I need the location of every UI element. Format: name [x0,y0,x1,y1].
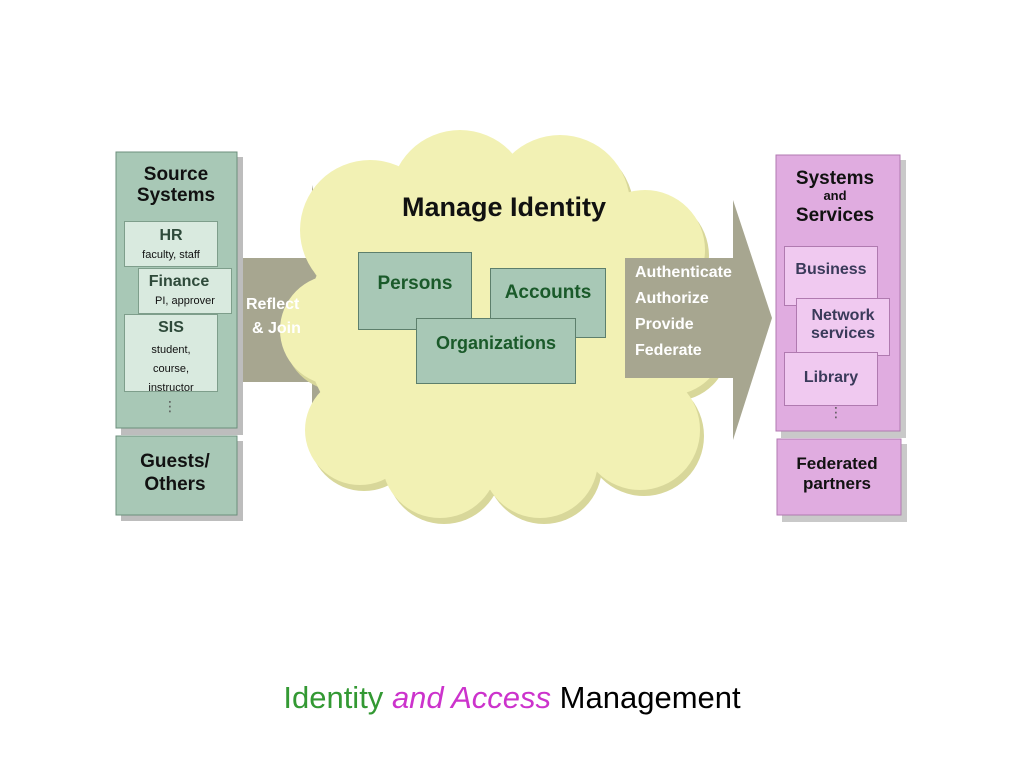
source-item-name: Finance [148,273,210,290]
source-item-detail: student, course, instructor [148,344,194,394]
library-label: Library [803,369,859,386]
join-label: & Join [252,320,301,337]
guests-panel [115,435,238,516]
persons-label: Persons [377,273,453,294]
business-box: Business [784,246,878,306]
business-label: Business [795,261,867,278]
page-caption: Identity and Access Management [0,680,1024,716]
systems-title-line2: Services [795,205,875,226]
source-systems-title: Source Systems [136,164,216,207]
federated-panel [776,438,902,516]
library-box: Library [784,352,878,406]
authenticate-arrow [625,200,772,440]
source-item-name: HR [159,227,183,244]
systems-title-and: and [823,188,847,203]
reflect-label: Reflect [246,296,300,313]
authorize-label: Authorize [635,290,709,307]
authenticate-label: Authenticate [635,264,732,281]
more-systems-icon: ⋮ [829,405,843,421]
network-services-label: Network services [810,307,876,342]
source-item-sis: SIS student, course, instructor [124,314,218,394]
persons-box: Persons [358,252,472,330]
guests-label: Guests/ Others [140,451,210,495]
organizations-box: Organizations [416,318,576,384]
caption-and-access: and Access [391,680,552,715]
source-item-detail: faculty, staff [142,249,200,261]
caption-management: Management [559,680,741,715]
federated-partners-label: Federated partners [796,454,878,494]
caption-identity: Identity [283,680,384,715]
source-item-name: SIS [158,319,184,336]
provide-label: Provide [635,316,694,333]
systems-title-line1: Systems [795,168,875,189]
more-sources-icon: ⋮ [163,399,177,415]
organizations-label: Organizations [435,333,556,353]
source-item-detail: PI, approver [155,295,215,307]
source-item-finance: Finance PI, approver [138,268,232,314]
accounts-label: Accounts [504,282,592,303]
source-item-hr: HR faculty, staff [124,221,218,267]
federate-label: Federate [635,342,702,359]
network-services-box: Network services [796,298,890,356]
manage-identity-title: Manage Identity [401,192,607,222]
